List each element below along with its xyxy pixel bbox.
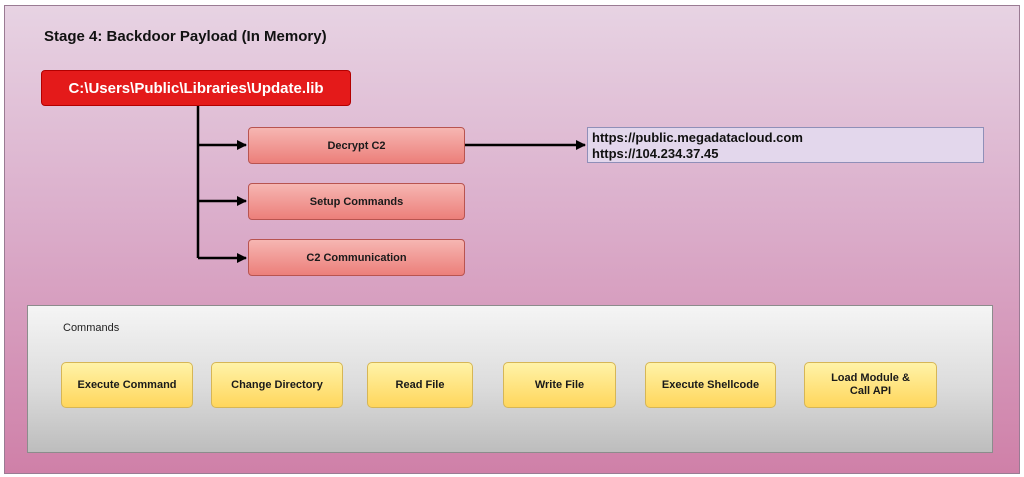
c2-server-2: https://104.234.37.45 (592, 146, 719, 161)
command-execute-command: Execute Command (61, 362, 193, 408)
command-read-file: Read File (367, 362, 473, 408)
commands-label: Commands (63, 322, 120, 334)
c2-server-1: https://public.megadatacloud.com (592, 130, 803, 145)
command-label-line-2: Call API (849, 385, 892, 397)
step-decrypt-c2: Decrypt C2 (248, 127, 465, 164)
commands-panel: Commands Execute Command Change Director… (27, 305, 993, 453)
step-setup-commands: Setup Commands (248, 183, 465, 220)
command-label: Write File (534, 378, 585, 391)
command-label: Change Directory (231, 378, 323, 391)
command-load-module-call-api: Load Module & Call API (804, 362, 937, 408)
command-label-line-1: Load Module & (831, 372, 910, 384)
command-change-directory: Change Directory (211, 362, 343, 408)
c2-servers-box: https://public.megadatacloud.com https:/… (587, 127, 984, 163)
command-write-file: Write File (503, 362, 616, 408)
command-label: Read File (395, 378, 445, 391)
source-file-box: C:\Users\Public\Libraries\Update.lib (41, 70, 351, 106)
command-label: Execute Shellcode (661, 378, 760, 391)
command-label: Execute Command (77, 378, 177, 391)
diagram-title: Stage 4: Backdoor Payload (In Memory) (44, 28, 327, 45)
command-execute-shellcode: Execute Shellcode (645, 362, 776, 408)
step-c2-communication: C2 Communication (248, 239, 465, 276)
